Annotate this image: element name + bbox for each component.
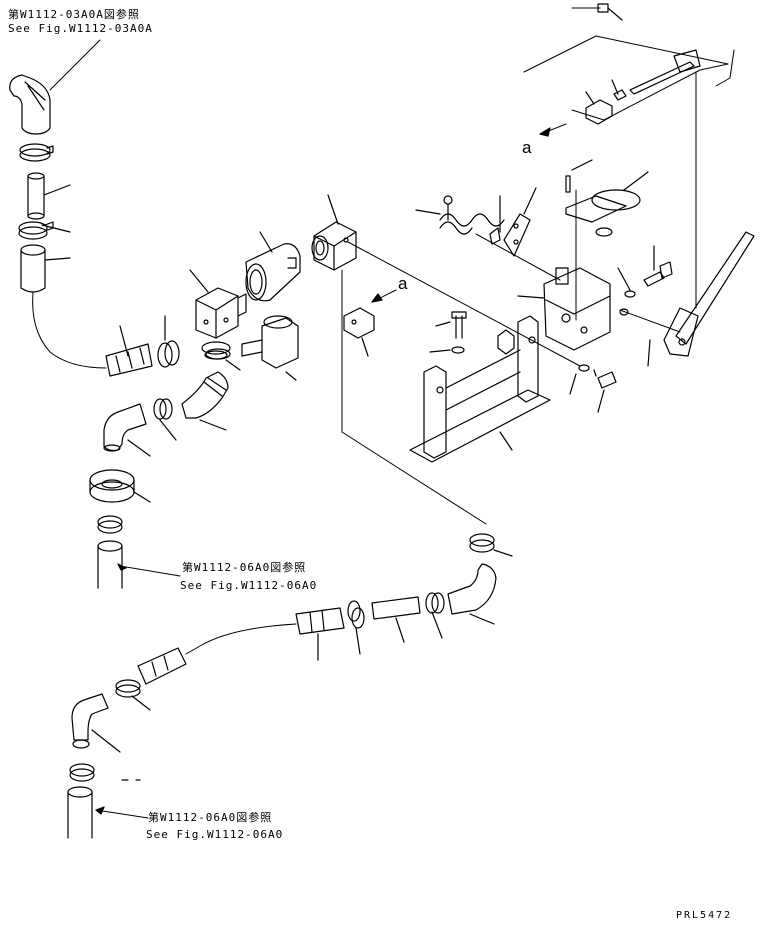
clamp-6 [98, 516, 122, 533]
elbow-fitting-1 [246, 244, 300, 301]
washer-1 [625, 291, 635, 297]
clamp-10 [116, 680, 140, 697]
washer-2 [452, 347, 464, 353]
block-small [586, 100, 612, 124]
spring-pin [566, 176, 570, 192]
hose-segment-1 [21, 245, 45, 292]
clevis-pin [620, 309, 628, 315]
tee-fitting [242, 316, 298, 368]
bracket-small [344, 308, 374, 338]
view-label-lower: a [398, 274, 408, 293]
ref-middle-jp: 第W1112-06A0図参照 [182, 561, 307, 574]
link-rod [630, 50, 700, 94]
bolt-small [490, 228, 500, 244]
clamp-8 [426, 593, 444, 613]
elbow-fitting-2 [104, 404, 146, 451]
hose-segment-2 [106, 344, 152, 376]
base-frame [410, 316, 550, 462]
bracket-plate-2 [498, 330, 514, 354]
clamp-11 [70, 764, 94, 781]
clamp-5 [154, 399, 172, 419]
clamp-3 [158, 341, 179, 367]
ref-top-jp: 第W1112-03A0A図参照 [8, 8, 140, 21]
bolt-2 [452, 312, 466, 338]
pin-top [598, 4, 622, 20]
clamp-4 [206, 349, 230, 359]
connector-pipe-2 [372, 597, 420, 619]
clamp-9 [348, 601, 364, 628]
upper-hose-elbow [10, 75, 50, 134]
clamp-2 [19, 222, 53, 239]
main-bracket [544, 268, 610, 350]
valve-block-1 [196, 288, 246, 359]
elbow-hose-2 [182, 372, 228, 418]
lever-arm [664, 232, 754, 356]
ref-top-en: See Fig.W1112-03A0A [8, 22, 153, 35]
hose-segment-3 [296, 608, 344, 634]
ref-bottom-jp: 第W1112-06A0図参照 [148, 811, 273, 824]
drawing-code: PRL5472 [676, 910, 733, 921]
plate-bracket [504, 214, 530, 256]
ref-middle-en: See Fig.W1112-06A0 [180, 579, 318, 592]
bolt-3 [598, 372, 616, 388]
connector-pipe-1 [28, 173, 44, 219]
valve-block-2 [312, 222, 356, 270]
spring [440, 196, 504, 234]
hose-segment-4 [138, 648, 186, 684]
view-label-upper: a [522, 138, 532, 157]
ref-bottom-en: See Fig.W1112-06A0 [146, 828, 284, 841]
hose-end-bottom [68, 787, 92, 838]
bolt-1 [644, 262, 672, 286]
washer-3 [579, 365, 589, 371]
cover-cap [566, 190, 640, 236]
elbow-fitting-3 [72, 694, 108, 748]
clamp-1 [20, 144, 53, 161]
clamp-7 [470, 534, 494, 552]
grommet [90, 470, 134, 502]
nut [614, 90, 626, 100]
elbow-hose-3 [448, 564, 496, 614]
